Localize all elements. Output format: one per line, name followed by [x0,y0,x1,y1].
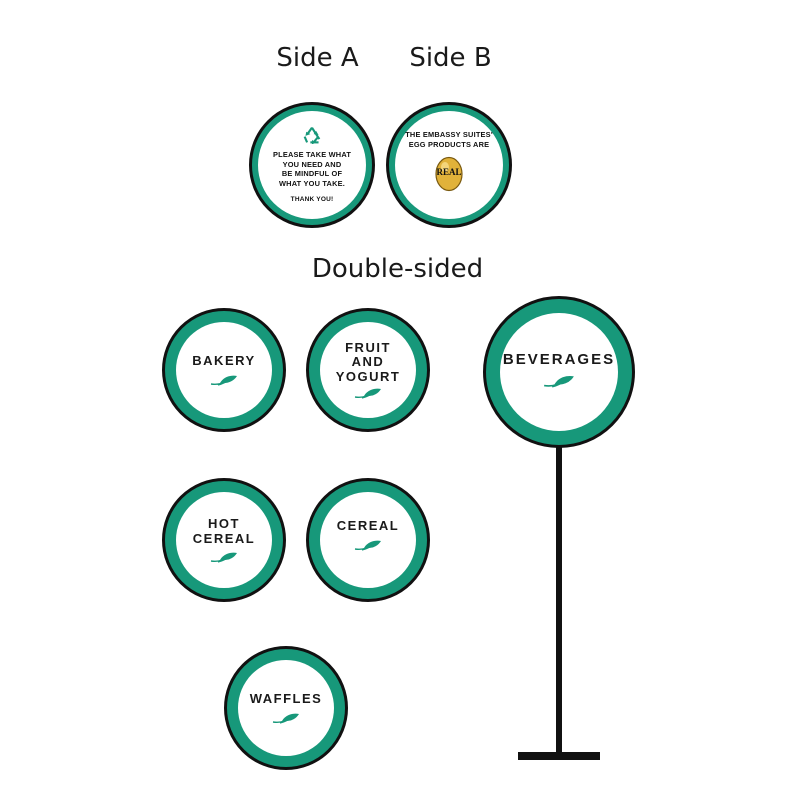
fruit-label: FRUIT [345,339,391,355]
side-b-heading: Side B [409,43,492,73]
beverages-label: BEVERAGES [502,351,616,369]
side-a-line-4: WHAT YOU TAKE. [278,178,346,188]
and-label: AND [351,354,385,370]
bakery-sign: BAKERY [162,308,286,432]
bakery-label: BAKERY [192,353,256,369]
hot-cereal-sign: HOT CEREAL [162,478,286,602]
leaf-logo-icon [354,540,381,551]
double-sided-heading: Double-sided [311,254,484,284]
hot-label: HOT [208,515,240,531]
sign-stand-base [518,752,600,760]
side-a-line-1: PLEASE TAKE WHAT [272,150,352,160]
cereal-label: CEREAL [336,518,400,534]
side-b-line-2: EGG PRODUCTS ARE [408,139,490,149]
recycle-icon [303,127,321,145]
leaf-logo-icon [544,375,574,388]
egg-badge: REAL [434,154,464,192]
egg-icon [435,157,463,192]
real-badge-text: REAL [436,167,462,178]
beverages-sign: BEVERAGES [483,296,635,448]
cereal-sign: CEREAL [306,478,430,602]
yogurt-label: YOGURT [335,368,401,384]
sign-stand-pole [556,440,562,758]
side-b-sign: THE EMBASSY SUITES' EGG PRODUCTS ARE REA… [386,102,512,228]
leaf-logo-icon [210,552,237,563]
side-a-sign: PLEASE TAKE WHAT YOU NEED AND BE MINDFUL… [249,102,375,228]
leaf-logo-icon [272,713,299,724]
waffles-sign: WAFFLES [224,646,348,770]
waffles-label: WAFFLES [249,691,323,707]
side-a-line-2: YOU NEED AND [282,159,342,169]
cereal-label-hot: CEREAL [192,530,256,546]
side-a-heading: Side A [276,43,359,73]
fruit-and-yogurt-sign: FRUIT AND YOGURT [306,308,430,432]
leaf-logo-icon [354,388,381,399]
leaf-logo-icon [210,375,237,386]
side-a-line-3: BE MINDFUL OF [281,169,343,179]
side-a-thanks: THANK YOU! [290,195,334,203]
side-b-line-1: THE EMBASSY SUITES' [405,129,493,139]
